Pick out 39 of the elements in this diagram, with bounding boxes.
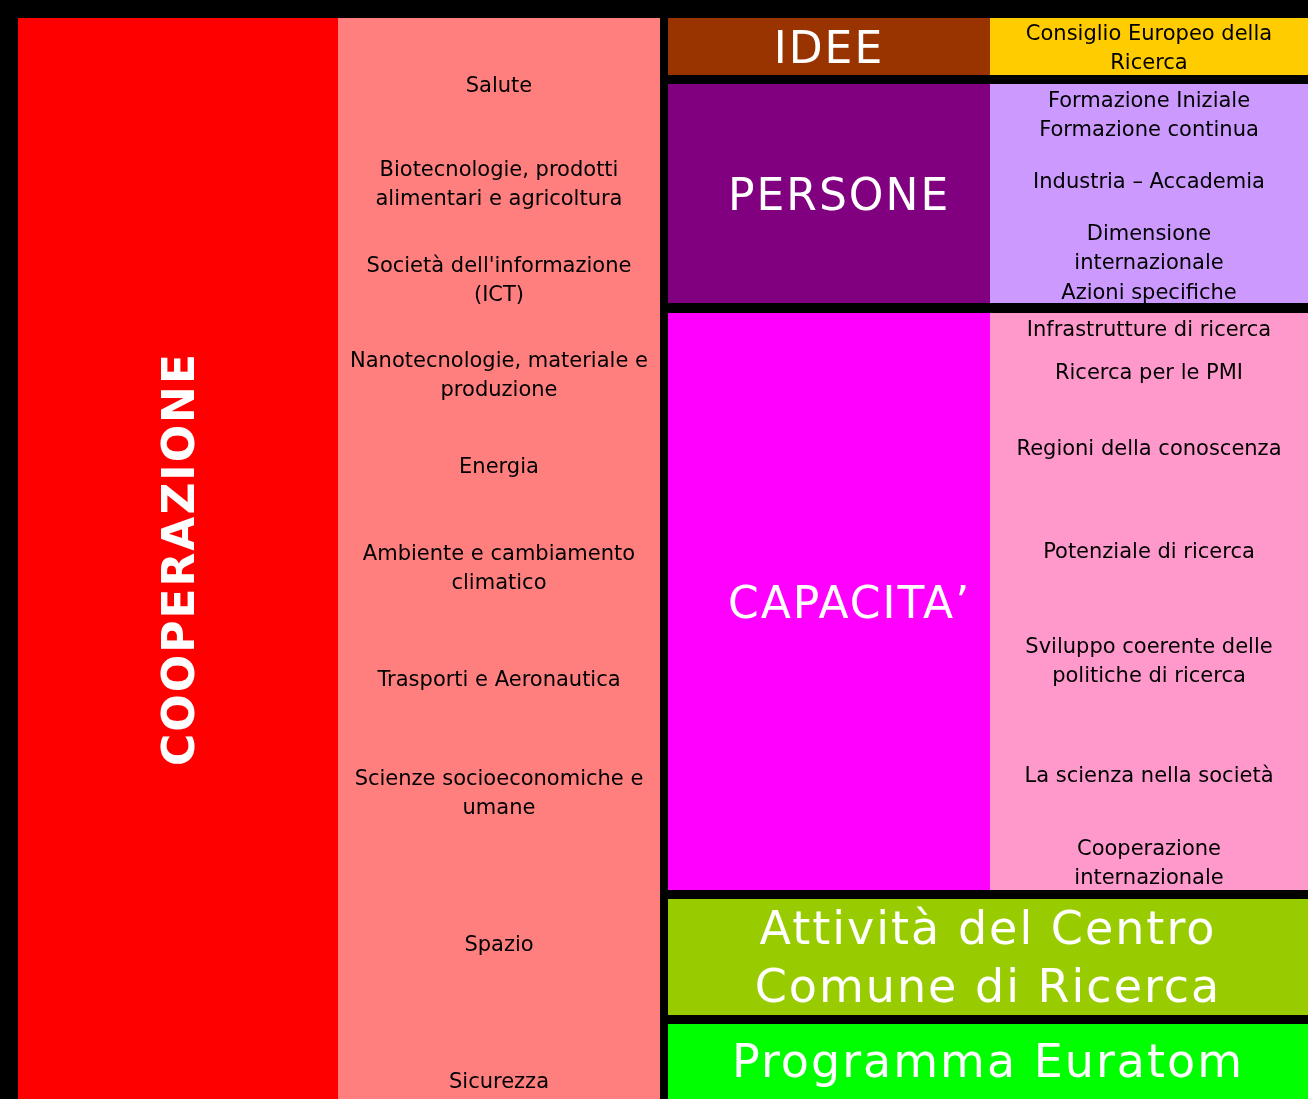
programme-detail xyxy=(990,18,1308,75)
heading: PERSONE xyxy=(727,167,952,221)
list-item: Ricerca per le PMI xyxy=(1054,358,1244,386)
list-item: Consiglio Europeo della Ricerca xyxy=(1024,20,1274,76)
list-item: Salute xyxy=(465,71,533,99)
list-item: Azioni specifiche xyxy=(1061,278,1237,306)
list-item: Energia xyxy=(459,452,539,480)
list-item: Spazio xyxy=(464,930,534,958)
programme-banner xyxy=(668,899,1308,1015)
list-item: Sicurezza xyxy=(449,1067,549,1095)
list-item: Biotecnologie, prodotti alimentari e agricoltura xyxy=(374,156,624,212)
list-item: Regioni della conoscenza xyxy=(1016,434,1282,462)
programme-detail xyxy=(990,313,1308,890)
theme-column xyxy=(338,18,660,1099)
list-item: Formazione continua xyxy=(1039,115,1259,143)
list-item: Ambiente e cambiamento climatico xyxy=(361,540,637,596)
category-title: COOPERAZIONE xyxy=(152,351,204,766)
programme-header xyxy=(668,18,990,75)
programme-banner xyxy=(668,1024,1308,1099)
list-item: Scienze socioeconomiche e umane xyxy=(353,765,645,821)
programme-detail xyxy=(990,84,1308,303)
list-item: Industria – Accademia xyxy=(1033,167,1265,195)
heading: IDEE xyxy=(772,20,886,74)
programme-header xyxy=(668,84,990,303)
list-item: Società dell'informazione (ICT) xyxy=(365,252,633,308)
list-item: Cooperazione internazionale xyxy=(1073,835,1225,891)
list-item: Sviluppo coerente delle politiche di ricerca xyxy=(1024,633,1274,689)
heading: CAPACITA’ xyxy=(727,575,973,629)
heading: Programma Euratom xyxy=(731,1032,1245,1090)
programme-header xyxy=(668,313,990,890)
category-column xyxy=(18,18,338,1099)
list-item: La scienza nella società xyxy=(1024,761,1274,789)
list-item: Formazione Iniziale xyxy=(1047,86,1251,114)
list-item: Dimensione internazionale xyxy=(1073,220,1225,276)
list-item: Nanotecnologie, materiale e produzione xyxy=(349,347,649,403)
list-item: Trasporti e Aeronautica xyxy=(377,665,621,693)
list-item: Infrastrutture di ricerca xyxy=(1026,315,1272,343)
list-item: Potenziale di ricerca xyxy=(1043,537,1255,565)
heading: Attività del Centro Comune di Ricerca xyxy=(753,899,1223,1014)
